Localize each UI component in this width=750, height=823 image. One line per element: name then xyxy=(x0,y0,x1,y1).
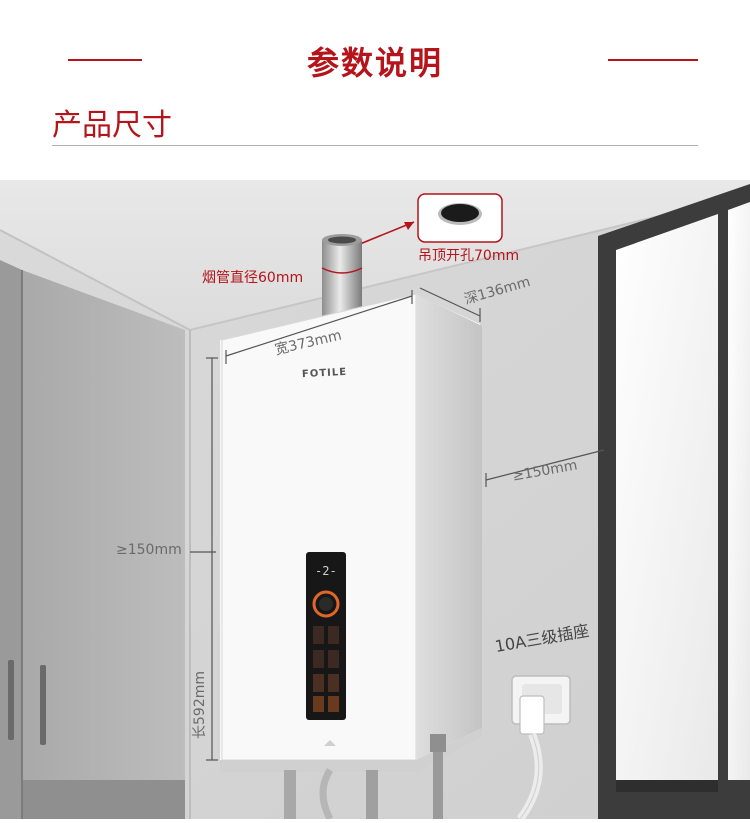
installation-illustration: FOTILE -2- 烟管直径60mm 吊顶开孔70mm 深136mm 宽373… xyxy=(0,180,750,822)
brand-logo: FOTILE xyxy=(301,366,348,381)
power-socket xyxy=(511,675,571,822)
display-readout: -2- xyxy=(315,564,337,578)
header: 参数说明 产品尺寸 xyxy=(0,0,750,180)
water-heater xyxy=(220,293,482,772)
flue-pipe xyxy=(321,234,363,318)
section-title: 产品尺寸 xyxy=(52,108,172,143)
installation-drawing xyxy=(0,180,750,822)
window xyxy=(598,184,750,819)
title-decoration-right xyxy=(608,59,698,61)
dimension-lines xyxy=(190,287,605,761)
water-pipes xyxy=(284,734,446,821)
section-divider xyxy=(52,145,698,146)
ceiling xyxy=(0,180,750,330)
flue-diameter-label: 烟管直径60mm xyxy=(202,270,304,286)
page-title: 参数说明 xyxy=(306,44,443,82)
title-decoration-left xyxy=(68,59,142,61)
left-clearance-label: ≥150mm xyxy=(116,542,182,558)
ceiling-hole-label: 吊顶开孔70mm xyxy=(418,248,520,264)
ceiling-hole-icon xyxy=(359,193,503,245)
left-cabinet xyxy=(0,260,185,819)
length-label: 长592mm xyxy=(192,671,208,739)
